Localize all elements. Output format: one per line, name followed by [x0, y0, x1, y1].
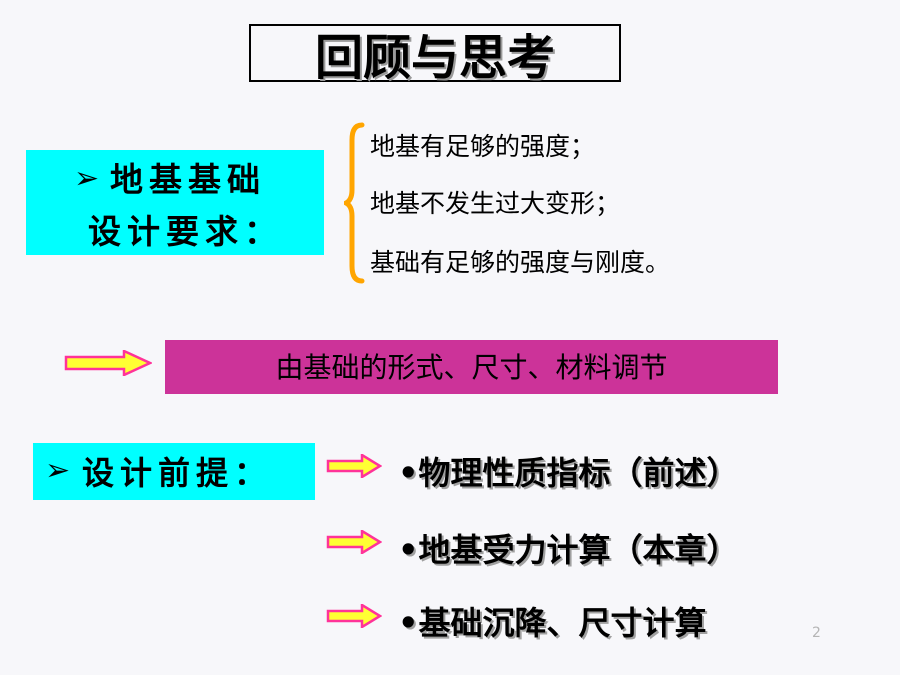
- title-box: 回顾与思考: [249, 24, 621, 86]
- premise-item: •物理性质指标（前述）: [398, 454, 739, 492]
- brace-icon: [344, 122, 365, 284]
- requirement-item: 地基有足够的强度；: [370, 132, 596, 161]
- requirement-item: 基础有足够的强度与刚度。: [370, 248, 671, 277]
- right-arrow-icon: [326, 604, 382, 628]
- arrow-bullet-icon: ➢: [45, 453, 71, 488]
- right-arrow-icon: [326, 530, 382, 554]
- arrow-bullet-icon: ➢: [74, 161, 100, 196]
- adjustment-text: 由基础的形式、尺寸、材料调节: [275, 351, 668, 384]
- premises-label-box: [33, 443, 315, 500]
- premise-item: •基础沉降、尺寸计算: [398, 604, 707, 642]
- requirements-label-line1: 地基基础: [110, 160, 266, 199]
- page-number: 2: [812, 625, 821, 641]
- requirement-item: 地基不发生过大变形；: [370, 189, 621, 218]
- premise-item: •地基受力计算（本章）: [398, 531, 739, 569]
- page-title: 回顾与思考: [314, 30, 555, 86]
- adjustment-box: 由基础的形式、尺寸、材料调节: [165, 340, 778, 394]
- right-arrow-icon: [64, 350, 152, 376]
- requirements-label-line2: 设计要求：: [88, 212, 283, 251]
- premises-label: 设计前提：: [82, 454, 273, 492]
- right-arrow-icon: [326, 454, 382, 478]
- requirements-label-box: [26, 150, 324, 255]
